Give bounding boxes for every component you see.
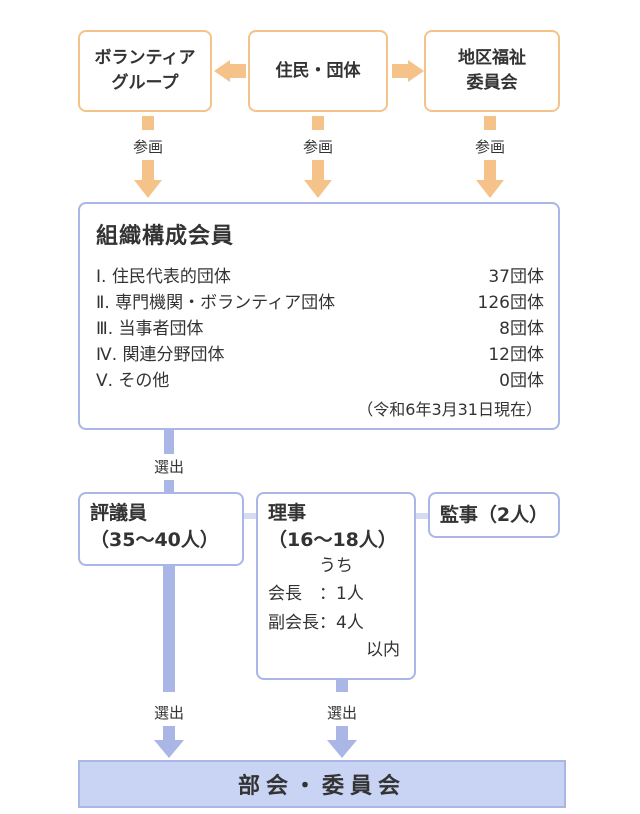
arrow-right-head [408,60,424,82]
residents-label: 住民・団体 [275,60,361,81]
arrow-right-shaft [392,64,410,78]
member-row-count: 8団体 [499,319,544,339]
arrow-councillors-head [154,740,184,758]
member-row-count: 37団体 [488,267,544,287]
members-title: 組織構成会員 [96,224,235,249]
members-box: 組織構成会員 Ⅰ. 住民代表的団体 37団体 Ⅱ. 専門機関・ボランティア団体 12… [78,202,560,430]
participation-label-left: 参画 [132,138,163,156]
members-date-note: （令和6年3月31日現在） [357,400,542,419]
member-row-label: Ⅳ. 関連分野団体 [96,345,225,365]
line-members-lower [164,480,174,494]
arrow-down-left-upper [142,116,154,130]
members-row: Ⅳ. 関連分野団体 12団体 [96,340,544,365]
participation-label-mid: 参画 [302,138,333,156]
auditors-title: 監事（2人） [439,503,549,526]
election-label-right: 選出 [326,704,357,722]
directors-box: 理事 （16〜18人） うち 会長 ：1人 副会長：4人 以内 [256,492,416,680]
sections-committees-box: 部会・委員会 [78,760,566,808]
member-row-count: 0団体 [499,371,544,391]
members-row: Ⅲ. 当事者団体 8団体 [96,314,544,339]
volunteer-line2: グループ [111,73,179,93]
arrow-directors-head [327,740,357,758]
arrow-down-left-lower [142,160,154,180]
arrow-left-shaft [228,64,246,78]
member-row-label: Ⅱ. 専門機関・ボランティア団体 [96,293,336,313]
sections-committees-label: 部会・委員会 [237,774,406,799]
line-directors-lower [336,726,348,740]
member-row-count: 126団体 [477,293,544,313]
volunteer-group-box: ボランティアグループ [78,30,212,112]
residents-box: 住民・団体 [248,30,388,112]
members-row: Ⅴ. その他 0団体 [96,366,544,391]
councillors-box: 評議員 （35〜40人） [78,492,244,566]
councillors-title: 評議員 [90,502,148,524]
member-row-label: Ⅰ. 住民代表的団体 [96,267,231,287]
election-label-left: 選出 [153,704,184,722]
election-label-top: 選出 [153,458,184,476]
arrow-down-left-head [134,180,162,198]
line-councillors-lower [163,726,175,740]
directors-within: 以内 [366,640,400,661]
arrow-left-head [214,60,230,82]
participation-label-right: 参画 [474,138,505,156]
line-members-upper [164,430,174,454]
directors-count: （16〜18人） [268,528,397,551]
line-councillors-upper [163,566,175,692]
link-directors-auditors [416,513,428,519]
welfare-committee-box: 地区福祉委員会 [424,30,560,112]
members-row: Ⅰ. 住民代表的団体 37団体 [96,262,544,287]
member-row-count: 12団体 [488,345,544,365]
directors-vice: 副会長：4人 [268,613,364,634]
members-row: Ⅱ. 専門機関・ボランティア団体 126団体 [96,288,544,313]
directors-uchi: うち [319,556,353,577]
welfare-line2: 委員会 [466,73,518,93]
arrow-down-mid-lower [312,160,324,180]
directors-title: 理事 [268,502,307,524]
volunteer-line1: ボランティア [94,48,196,69]
councillors-count: （35〜40人） [90,528,219,551]
line-directors-upper [336,680,348,692]
arrow-down-right-lower [484,160,496,180]
arrow-down-right-head [476,180,504,198]
member-row-label: Ⅴ. その他 [96,371,170,391]
welfare-line1: 地区福祉 [458,48,526,69]
arrow-down-mid-head [304,180,332,198]
auditors-box: 監事（2人） [428,492,560,538]
arrow-down-right-upper [484,116,496,130]
link-councillors-directors [244,513,256,519]
directors-chair: 会長 ：1人 [268,584,364,605]
member-row-label: Ⅲ. 当事者団体 [96,319,204,339]
arrow-down-mid-upper [312,116,324,130]
